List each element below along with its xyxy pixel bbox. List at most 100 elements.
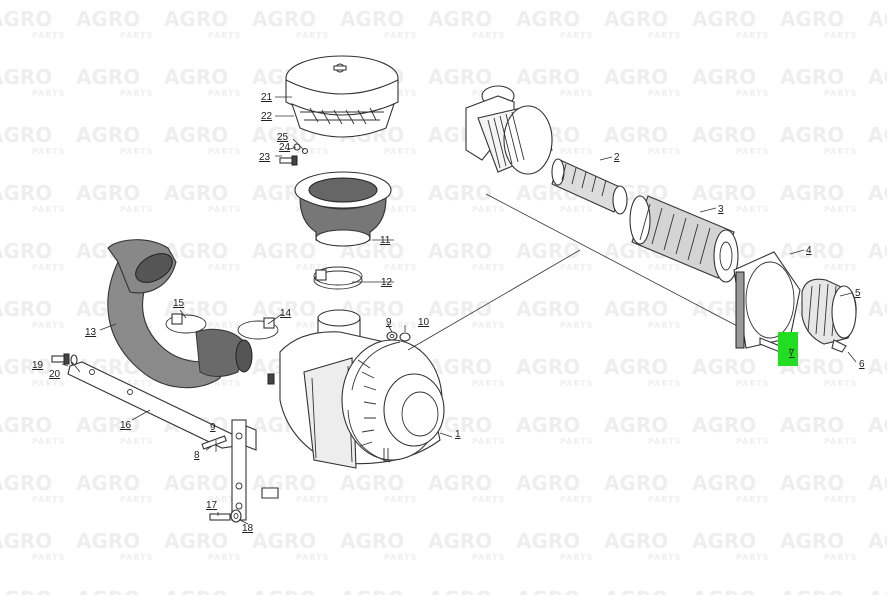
callout-label-3[interactable]: 3 [718,204,724,215]
watermark-sub: PARTS [296,495,329,504]
callout-label-16[interactable]: 16 [120,420,132,431]
callout-label-25[interactable]: 25 [277,132,289,143]
callout-label-13[interactable]: 13 [85,327,97,338]
callout-label-21[interactable]: 21 [261,92,273,103]
callout-label-14[interactable]: 14 [280,308,292,319]
watermark-sub: PARTS [736,379,769,388]
watermark-sub: PARTS [208,553,241,562]
watermark-brand: AGRO [340,471,404,495]
watermark-brand: AGRO [516,413,580,437]
safety-filter-element[interactable] [551,158,628,215]
watermark-brand: AGRO [516,7,580,31]
watermark-sub: PARTS [472,263,505,272]
filter-housing-body[interactable] [465,85,553,175]
callout-label-17[interactable]: 17 [206,500,218,511]
callout-label-18[interactable]: 18 [242,523,254,534]
watermark-sub: PARTS [560,263,593,272]
watermark-brand: AGRO [0,123,52,147]
callout-label-6[interactable]: 6 [859,359,865,370]
watermark-brand: AGRO [340,529,404,553]
callout-label-5[interactable]: 5 [855,288,861,299]
watermark-brand: AGRO [428,297,492,321]
watermark-sub: PARTS [824,31,857,40]
washer-9[interactable] [386,331,398,341]
watermark-sub: PARTS [648,89,681,98]
callout-label-24[interactable]: 24 [279,142,291,153]
watermark-sub: PARTS [32,147,65,156]
watermark-sub: PARTS [824,379,857,388]
intake-elbow-hose[interactable] [107,239,253,389]
watermark-brand: AGRO [780,471,844,495]
callout-label-23[interactable]: 23 [259,152,271,163]
watermark-sub: PARTS [472,31,505,40]
watermark-sub: PARTS [736,205,769,214]
dust-cup[interactable] [801,278,857,345]
callout-label-20[interactable]: 20 [49,369,61,380]
watermark-sub: PARTS [208,205,241,214]
washer-20[interactable] [70,354,78,366]
watermark-sub: PARTS [560,147,593,156]
watermark-brand: AGRO [164,471,228,495]
watermark-sub: PARTS [736,147,769,156]
watermark-brand: AGRO [780,239,844,263]
watermark-brand: AGRO [516,587,580,595]
callout-label-15[interactable]: 15 [173,298,185,309]
cap-bolt[interactable] [279,143,309,166]
watermark-brand: AGRO [692,181,756,205]
washer-18[interactable] [230,509,242,523]
air-intake-cap[interactable] [285,55,399,138]
callout-label-11[interactable]: 11 [380,235,391,246]
watermark-sub: PARTS [384,553,417,562]
callout-label-4[interactable]: 4 [806,245,812,256]
callout-label-7[interactable]: 7 [789,348,795,359]
watermark-sub: PARTS [560,553,593,562]
watermark-sub: PARTS [648,147,681,156]
hose-clamp-12[interactable] [313,266,363,290]
mounting-bracket[interactable] [67,361,279,521]
watermark-sub: PARTS [384,147,417,156]
nut-10[interactable] [399,332,411,342]
bracket-bolt-8[interactable] [201,435,228,450]
watermark-sub: PARTS [296,553,329,562]
callout-label-9a[interactable]: 9 [386,317,392,328]
watermark-sub: PARTS [120,31,153,40]
watermark-brand: AGRO [780,413,844,437]
callout-label-1[interactable]: 1 [455,429,461,440]
hose-clamp-15[interactable] [165,313,207,334]
evacuator-valve[interactable] [831,339,847,353]
watermark-sub: PARTS [648,553,681,562]
rubber-adapter[interactable] [294,171,392,247]
watermark-sub: PARTS [296,321,329,330]
watermark-brand: AGRO [516,65,580,89]
callout-label-22[interactable]: 22 [261,111,273,122]
watermark-brand: AGRO [692,123,756,147]
callout-label-8[interactable]: 8 [194,450,200,461]
watermark-sub: PARTS [560,437,593,446]
watermark-brand: AGRO [780,529,844,553]
main-filter-element[interactable] [629,195,739,283]
watermark-brand: AGRO [868,181,887,205]
bolt-19[interactable] [51,353,70,365]
watermark-sub: PARTS [384,205,417,214]
watermark-sub: PARTS [32,437,65,446]
watermark-sub: PARTS [648,379,681,388]
filter-cover[interactable] [733,251,801,349]
callout-label-12[interactable]: 12 [381,277,393,288]
callout-label-9b[interactable]: 9 [210,422,216,433]
watermark-brand: AGRO [428,355,492,379]
watermark-sub: PARTS [32,31,65,40]
callout-label-19[interactable]: 19 [32,360,44,371]
watermark-sub: PARTS [824,147,857,156]
watermark-brand: AGRO [868,239,887,263]
air-filter-housing[interactable] [267,309,445,469]
watermark-sub: PARTS [648,495,681,504]
callout-label-10[interactable]: 10 [418,317,430,328]
bolt-17[interactable] [209,513,231,521]
watermark-brand: AGRO [0,471,52,495]
watermark-brand: AGRO [0,297,52,321]
watermark-sub: PARTS [736,89,769,98]
watermark-brand: AGRO [428,587,492,595]
callout-label-2[interactable]: 2 [614,152,620,163]
watermark-sub: PARTS [208,263,241,272]
